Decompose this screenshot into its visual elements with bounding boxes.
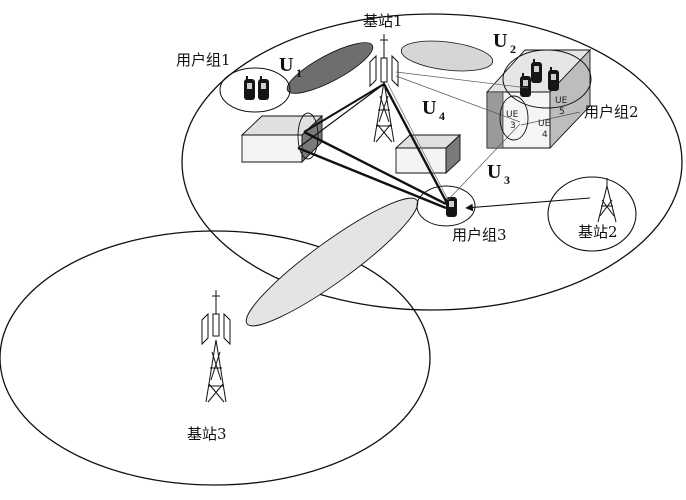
ue-label-5: UE 5 <box>555 96 568 117</box>
cell-base-station-2 <box>547 176 637 252</box>
svg-text:U: U <box>279 54 293 76</box>
svg-text:UE: UE <box>538 119 551 129</box>
base-station-1-tower <box>369 34 399 143</box>
link-bs2-to-group3 <box>465 197 591 212</box>
svg-text:1: 1 <box>296 66 302 80</box>
user-group-3-ellipse <box>416 185 476 227</box>
ue3-highlight <box>499 95 529 141</box>
svg-text:UE: UE <box>506 110 519 120</box>
svg-text:5: 5 <box>559 107 565 117</box>
building-group-2 <box>485 48 592 150</box>
svg-text:4: 4 <box>542 130 548 140</box>
user-group-2-ellipse <box>502 49 592 109</box>
user-group-1-ellipse <box>219 67 291 113</box>
label-base-station-2: 基站2 <box>578 223 618 241</box>
beam-label-u4: U 4 <box>422 97 445 123</box>
building-u4 <box>394 133 462 175</box>
links-bs1-to-group3 <box>297 83 450 210</box>
svg-text:U: U <box>422 97 436 119</box>
user-group-2-devices <box>520 59 559 97</box>
beam-u2 <box>400 40 494 72</box>
svg-text:2: 2 <box>510 42 516 56</box>
base-station-2-tower <box>597 178 617 223</box>
beam-label-u1: U 1 <box>279 54 302 80</box>
label-user-group-3: 用户组3 <box>452 226 507 244</box>
beam-u1 <box>286 42 374 94</box>
beam-label-u2: U 2 <box>493 30 516 56</box>
ue-label-3: UE 3 <box>506 110 519 131</box>
cell-base-station-3 <box>0 230 431 486</box>
building-left <box>240 112 324 164</box>
beam-base-station-3 <box>245 197 419 327</box>
svg-text:3: 3 <box>504 173 510 187</box>
svg-text:3: 3 <box>510 121 516 131</box>
label-user-group-1: 用户组1 <box>176 51 231 69</box>
cell-base-station-1 <box>181 13 683 311</box>
svg-text:4: 4 <box>439 109 445 123</box>
svg-text:UE: UE <box>555 96 568 106</box>
label-user-group-2: 用户组2 <box>584 103 639 121</box>
label-base-station-3: 基站3 <box>187 425 227 443</box>
ue-label-4: UE 4 <box>538 119 551 140</box>
svg-text:U: U <box>487 161 501 183</box>
svg-text:U: U <box>493 30 507 52</box>
links-bs1-to-group2 <box>395 71 581 201</box>
label-base-station-1: 基站1 <box>363 12 403 30</box>
user-group-1-devices <box>244 76 269 100</box>
base-station-3-tower <box>201 290 231 403</box>
beam-label-u3: U 3 <box>487 161 510 187</box>
user-group-3-device <box>446 197 457 217</box>
